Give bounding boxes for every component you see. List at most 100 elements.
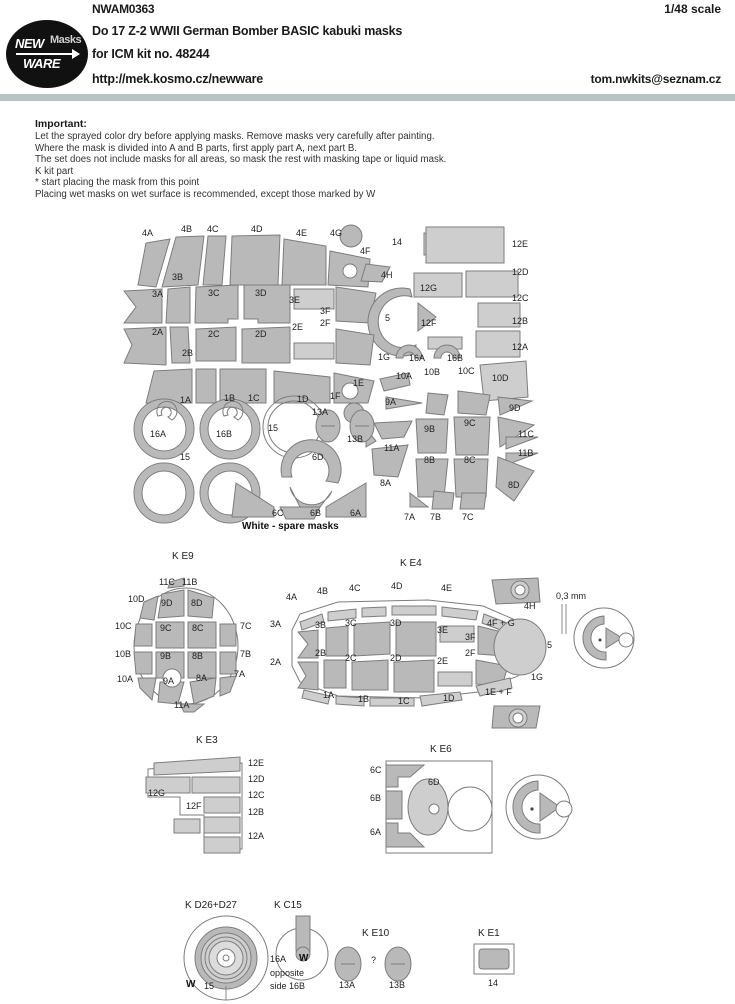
e1-label-14: 14 bbox=[488, 978, 499, 988]
important-heading: Important: bbox=[35, 118, 87, 130]
mask-2D bbox=[241, 326, 291, 364]
mask-11C bbox=[505, 436, 539, 450]
label-11B: 11B bbox=[518, 448, 534, 458]
e4-4E bbox=[441, 606, 479, 621]
e4-label-1A: 1A bbox=[323, 690, 335, 700]
mask-3B bbox=[165, 286, 191, 324]
header-divider bbox=[0, 94, 735, 101]
e6-6D bbox=[407, 778, 449, 836]
mask-3D bbox=[243, 284, 291, 324]
e4-label-5: 5 bbox=[547, 640, 553, 650]
e4-label-1D: 1D bbox=[443, 693, 455, 703]
e4-label-1B: 1B bbox=[358, 694, 370, 704]
label-16A-ring: 16A bbox=[150, 429, 167, 439]
note-line-5: * start placing the mask from this point bbox=[35, 177, 200, 189]
mask-16B-tab bbox=[222, 400, 244, 421]
e4-2C bbox=[351, 659, 389, 691]
mask-1E-hole bbox=[341, 382, 359, 400]
e6-label-6A: 6A bbox=[370, 827, 382, 837]
mask-1A bbox=[145, 368, 193, 404]
mask-16A bbox=[395, 344, 423, 359]
label-16B-ring: 16B bbox=[216, 429, 233, 439]
mask-2C bbox=[195, 326, 237, 362]
mask-10B bbox=[425, 392, 449, 416]
section-e4-diagram bbox=[291, 577, 547, 729]
label-11C: 11C bbox=[518, 429, 534, 439]
e3-label-12D: 12D bbox=[248, 774, 265, 784]
label-4G: 4G bbox=[330, 228, 343, 238]
e9-9D bbox=[157, 589, 185, 619]
logo-arrow-icon bbox=[72, 49, 80, 59]
e4-1A bbox=[301, 689, 331, 705]
e3-label-12C: 12C bbox=[248, 790, 265, 800]
label-2D: 2D bbox=[255, 329, 267, 339]
label-5: 5 bbox=[385, 313, 391, 323]
e10-label-13B: 13B bbox=[389, 980, 406, 990]
e9-10A bbox=[137, 677, 157, 702]
e6-side-notch bbox=[539, 792, 561, 822]
mask-16B bbox=[433, 344, 461, 359]
e6-label-6B: 6B bbox=[370, 793, 382, 803]
label-4F: 4F bbox=[360, 246, 371, 256]
e4-label-2F: 2F bbox=[465, 648, 476, 658]
label-12D: 12D bbox=[512, 267, 529, 277]
e9-label-10C: 10C bbox=[115, 621, 132, 631]
e9-7A bbox=[219, 675, 237, 697]
mask-7B bbox=[431, 490, 455, 510]
label-1A: 1A bbox=[180, 395, 192, 405]
detail-small-hole bbox=[618, 632, 634, 648]
e4-label-2C: 2C bbox=[345, 653, 357, 663]
ring-16B-line bbox=[199, 398, 261, 460]
ring-15-br-outer bbox=[200, 463, 260, 523]
label-6A: 6A bbox=[350, 508, 362, 518]
e9-10C bbox=[133, 623, 153, 647]
mask-2F bbox=[335, 328, 375, 366]
mask-11B bbox=[505, 452, 539, 466]
label-10D: 10D bbox=[492, 373, 509, 383]
website-url[interactable]: http://mek.kosmo.cz/newware bbox=[92, 72, 264, 86]
mask-6D bbox=[280, 439, 342, 484]
e3-12B bbox=[203, 816, 241, 834]
section-title-wheels: K D26+D27 bbox=[185, 900, 237, 911]
e4-2E bbox=[437, 671, 473, 687]
e9-label-10B: 10B bbox=[115, 649, 132, 659]
wheel-label-15: 15 bbox=[204, 981, 215, 991]
label-12A: 12A bbox=[512, 342, 529, 352]
e4-4A bbox=[299, 613, 325, 631]
e3-12E bbox=[153, 756, 241, 776]
label-9B: 9B bbox=[424, 424, 436, 434]
detail-center-dot bbox=[598, 638, 602, 642]
e4-4D bbox=[391, 605, 437, 616]
e9-label-7A: 7A bbox=[234, 669, 246, 679]
mask-1C bbox=[219, 368, 267, 404]
e4-1EF-hole bbox=[512, 712, 524, 724]
mask-4D bbox=[229, 234, 281, 286]
c15-label-16A: 16A bbox=[270, 954, 287, 964]
e4-3A bbox=[297, 629, 319, 659]
e9-8A bbox=[189, 677, 217, 705]
e6-6C bbox=[385, 764, 426, 788]
label-16B-sheet: 16B bbox=[447, 353, 464, 363]
e9-label-11C: 11C bbox=[159, 577, 175, 587]
e4-2D bbox=[393, 659, 435, 693]
mask-sheet-diagram bbox=[123, 224, 539, 524]
mask-3A bbox=[123, 288, 163, 324]
logo-ware-text: WARE bbox=[23, 56, 61, 71]
label-3D: 3D bbox=[255, 288, 267, 298]
e4-5-dome bbox=[493, 618, 547, 676]
label-4E: 4E bbox=[296, 228, 308, 238]
mask-4G-ring bbox=[339, 224, 363, 248]
mask-6A bbox=[325, 482, 367, 518]
section-title-e4: K E4 bbox=[400, 558, 422, 569]
page-header: NEW Masks WARE NWAM0363 1/48 scale Do 17… bbox=[0, 0, 735, 101]
label-4C: 4C bbox=[207, 224, 219, 234]
e9-10D bbox=[139, 595, 159, 621]
section-title-e3: K E3 bbox=[196, 735, 218, 746]
e4-2A bbox=[297, 661, 319, 691]
e3-12F bbox=[173, 818, 201, 834]
contact-email[interactable]: tom.nwkits@seznam.cz bbox=[590, 72, 722, 86]
note-line-1: Let the sprayed color dry before applyin… bbox=[35, 131, 435, 142]
label-8A: 8A bbox=[380, 478, 392, 488]
note-line-3: The set does not include masks for all a… bbox=[35, 154, 447, 166]
